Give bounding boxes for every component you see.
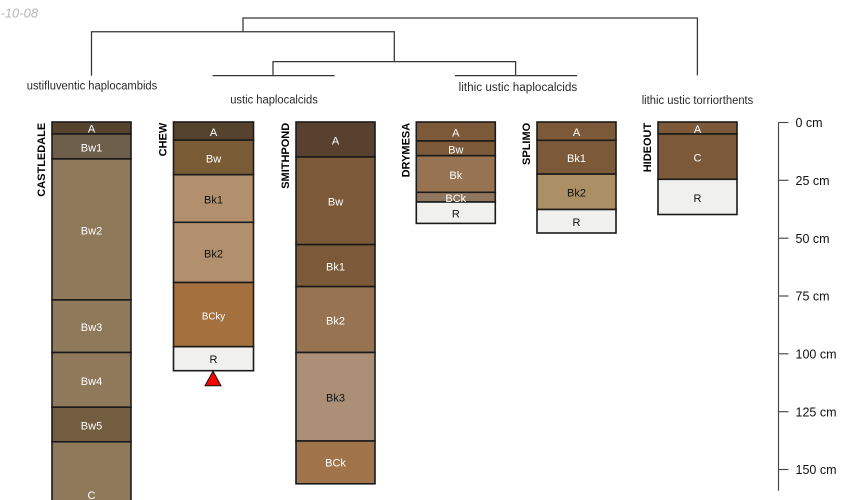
svg-text:75 cm: 75 cm bbox=[796, 290, 830, 304]
svg-text:A: A bbox=[694, 124, 702, 136]
svg-text:BCky: BCky bbox=[202, 311, 225, 322]
svg-text:Bw: Bw bbox=[206, 153, 221, 165]
svg-text:HIDEOUT: HIDEOUT bbox=[642, 123, 654, 173]
svg-text:Bk1: Bk1 bbox=[326, 262, 345, 274]
svg-text:150 cm: 150 cm bbox=[796, 463, 837, 477]
svg-text:50 cm: 50 cm bbox=[796, 232, 830, 246]
svg-text:lithic ustic haplocalcids: lithic ustic haplocalcids bbox=[459, 82, 578, 94]
svg-text:100 cm: 100 cm bbox=[796, 347, 837, 361]
svg-text:Bk1: Bk1 bbox=[204, 194, 223, 206]
svg-text:ustic haplocalcids: ustic haplocalcids bbox=[230, 95, 318, 107]
svg-text:Bw: Bw bbox=[448, 144, 463, 156]
svg-text:BCk: BCk bbox=[445, 193, 466, 205]
svg-text:125 cm: 125 cm bbox=[796, 405, 837, 419]
svg-text:Bw1: Bw1 bbox=[81, 142, 102, 154]
svg-text:Bk: Bk bbox=[449, 170, 462, 182]
svg-text:-10-08: -10-08 bbox=[1, 5, 39, 20]
svg-text:C: C bbox=[694, 153, 702, 165]
svg-text:DRYMESA: DRYMESA bbox=[400, 123, 412, 178]
svg-text:A: A bbox=[573, 127, 581, 139]
svg-text:R: R bbox=[573, 217, 581, 229]
svg-text:Bk2: Bk2 bbox=[326, 316, 345, 328]
svg-text:SPLIMO: SPLIMO bbox=[521, 122, 533, 165]
svg-text:C: C bbox=[88, 490, 96, 500]
svg-text:SMITHPOND: SMITHPOND bbox=[280, 123, 292, 189]
svg-text:Bw5: Bw5 bbox=[81, 420, 102, 432]
svg-text:CASTLEDALE: CASTLEDALE bbox=[36, 123, 48, 197]
svg-text:Bw3: Bw3 bbox=[81, 322, 102, 334]
svg-text:CHEW: CHEW bbox=[158, 122, 170, 156]
svg-text:Bk1: Bk1 bbox=[567, 153, 586, 165]
svg-text:Bk2: Bk2 bbox=[204, 248, 223, 260]
svg-text:BCk: BCk bbox=[325, 457, 346, 469]
svg-text:lithic ustic torriorthents: lithic ustic torriorthents bbox=[642, 95, 754, 107]
svg-text:0 cm: 0 cm bbox=[796, 116, 823, 130]
svg-text:25 cm: 25 cm bbox=[796, 174, 830, 188]
svg-text:Bw: Bw bbox=[328, 197, 343, 209]
svg-text:R: R bbox=[210, 354, 218, 366]
svg-text:A: A bbox=[210, 127, 218, 139]
svg-text:ustifluventic haplocambids: ustifluventic haplocambids bbox=[27, 81, 158, 93]
svg-text:A: A bbox=[88, 124, 96, 136]
svg-text:R: R bbox=[694, 193, 702, 205]
svg-text:A: A bbox=[452, 127, 460, 139]
svg-text:A: A bbox=[332, 135, 340, 147]
svg-text:Bw2: Bw2 bbox=[81, 225, 102, 237]
svg-text:R: R bbox=[452, 209, 460, 221]
svg-text:Bk3: Bk3 bbox=[326, 392, 345, 404]
svg-text:Bw4: Bw4 bbox=[81, 376, 102, 388]
svg-text:Bk2: Bk2 bbox=[567, 188, 586, 200]
